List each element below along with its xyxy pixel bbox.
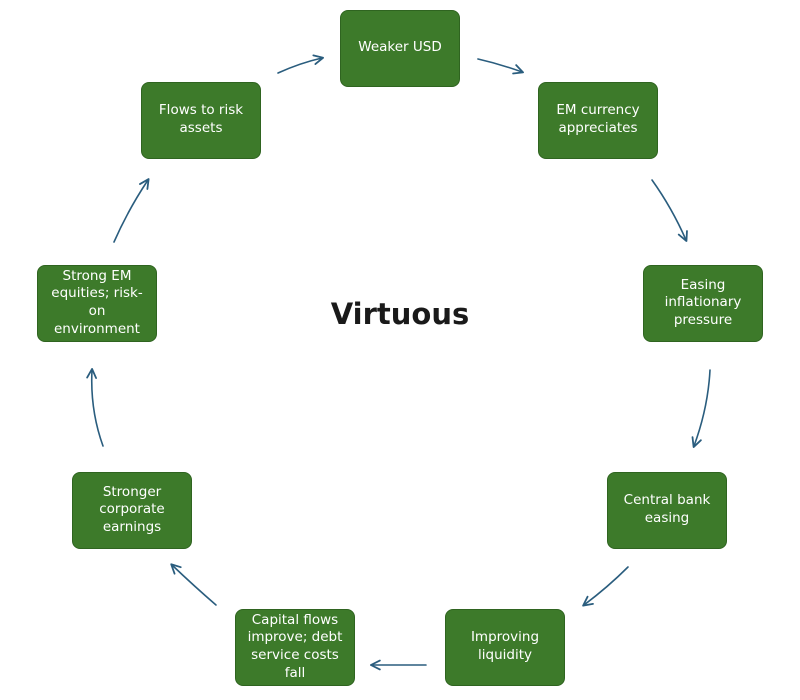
arrow-em-currency-appreciates-to-easing-inflationary-pressure xyxy=(651,179,688,242)
arrow-central-bank-easing-to-improving-liquidity xyxy=(582,566,629,607)
node-stronger-corporate-earnings: Stronger corporate earnings xyxy=(72,471,192,549)
node-em-currency-appreciates: EM currency appreciates xyxy=(538,81,658,159)
cycle-title: Virtuous xyxy=(330,297,470,331)
node-capital-flows-improve: Capital flows improve; debt service cost… xyxy=(235,608,355,686)
arrow-flows-to-risk-assets-to-weaker-usd xyxy=(277,54,324,74)
node-easing-inflationary-pressure: Easing inflationary pressure xyxy=(643,264,763,342)
node-central-bank-easing: Central bank easing xyxy=(607,471,727,549)
node-strong-em-equities: Strong EM equities; risk-on environment xyxy=(37,264,157,342)
arrow-stronger-corporate-earnings-to-strong-em-equities xyxy=(86,367,104,447)
node-weaker-usd: Weaker USD xyxy=(340,9,460,87)
node-improving-liquidity: Improving liquidity xyxy=(445,608,565,686)
arrow-easing-inflationary-pressure-to-central-bank-easing xyxy=(691,369,711,448)
arrow-capital-flows-improve-to-stronger-corporate-earnings xyxy=(170,563,217,606)
node-flows-to-risk-assets: Flows to risk assets xyxy=(141,81,261,159)
arrow-strong-em-equities-to-flows-to-risk-assets xyxy=(113,178,150,243)
arrow-weaker-usd-to-em-currency-appreciates xyxy=(477,58,524,75)
